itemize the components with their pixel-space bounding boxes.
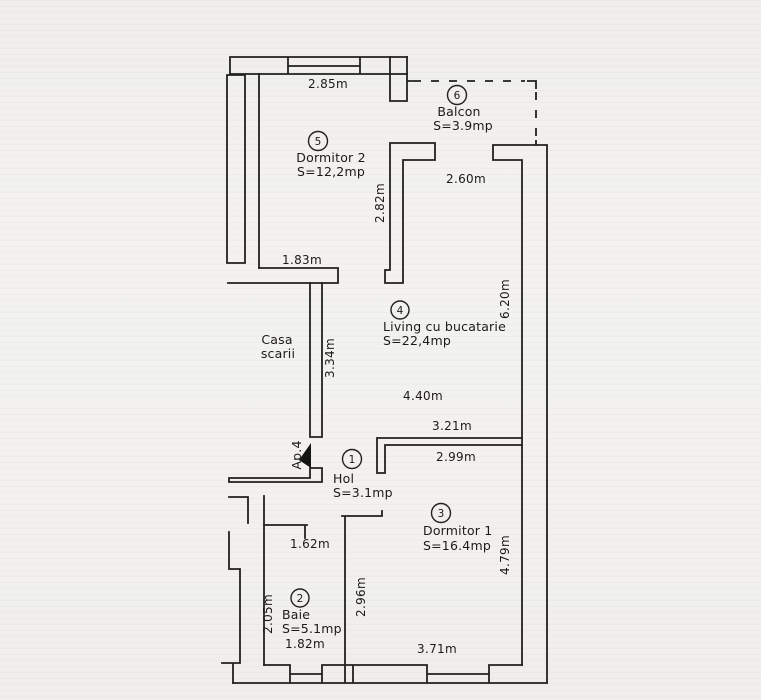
walls bbox=[221, 56, 548, 684]
room-area-living: S=22,4mp bbox=[383, 333, 451, 348]
dim-scarii-wall: 3.34m bbox=[323, 338, 337, 378]
room-labels: Dormitor 2 S=12,2mp Balcon S=3.9mp Livin… bbox=[261, 104, 506, 636]
dimension-labels: 2.85m 1.83m 2.82m 2.60m 6.20m 3.34m 4.40… bbox=[261, 77, 512, 656]
staircase-label-line1: Casa bbox=[261, 332, 292, 347]
room-number-hol: 1 bbox=[349, 454, 356, 466]
wall-left-jog-upper bbox=[228, 496, 249, 524]
room-circle-dormitor2 bbox=[307, 130, 329, 152]
room-name-baie: Baie bbox=[282, 607, 310, 622]
dim-baie-top: 1.62m bbox=[290, 537, 330, 551]
dim-dormitor1-right: 4.79m bbox=[498, 535, 512, 575]
room-number-living: 4 bbox=[397, 305, 404, 317]
dim-baie-bottom: 1.82m bbox=[285, 637, 325, 651]
room-circle-dormitor1 bbox=[430, 502, 452, 524]
wall-baie-top bbox=[263, 524, 308, 539]
room-number-dormitor1: 3 bbox=[438, 508, 445, 520]
wall-right-outer bbox=[492, 144, 548, 684]
wall-dormitor1-left bbox=[341, 510, 383, 666]
entrance-label: Ap.4 bbox=[289, 440, 304, 469]
room-area-hol: S=3.1mp bbox=[333, 485, 393, 500]
room-number-dormitor2: 5 bbox=[315, 136, 322, 148]
wall-staircase-living bbox=[309, 282, 323, 438]
balcony-dashed-boundary bbox=[413, 80, 537, 145]
room-circle-balcon bbox=[446, 84, 468, 106]
wall-chimney bbox=[384, 142, 436, 284]
room-circle-living bbox=[390, 300, 410, 320]
room-number-baie: 2 bbox=[297, 593, 304, 605]
dim-dormitor1-top: 2.99m bbox=[436, 450, 476, 464]
wall-hall-band bbox=[228, 467, 323, 483]
dim-dormitor2-top: 2.85m bbox=[308, 77, 348, 91]
room-area-baie: S=5.1mp bbox=[282, 621, 342, 636]
room-name-hol: Hol bbox=[333, 471, 354, 486]
dim-living-bottom: 3.21m bbox=[432, 419, 472, 433]
dim-dormitor2-bottom: 1.83m bbox=[282, 253, 322, 267]
staircase-label-line2: scarii bbox=[261, 346, 295, 361]
wall-left-outer bbox=[226, 74, 246, 264]
room-area-dormitor2: S=12,2mp bbox=[297, 164, 365, 179]
wall-balcony-pillar bbox=[389, 56, 413, 102]
room-area-dormitor1: S=16.4mp bbox=[423, 538, 491, 553]
dim-dormitor1-bottom: 3.71m bbox=[417, 642, 457, 656]
room-area-balcon: S=3.9mp bbox=[433, 118, 493, 133]
balcony-dash-corner bbox=[527, 80, 537, 145]
room-name-dormitor2: Dormitor 2 bbox=[296, 150, 365, 165]
wall-left-jog-lower bbox=[221, 531, 241, 684]
wall-top-with-window bbox=[229, 56, 408, 75]
room-circle-hol bbox=[341, 448, 363, 470]
room-name-balcon: Balcon bbox=[437, 104, 480, 119]
wall-bottom-with-windows bbox=[232, 664, 548, 684]
room-number-balcon: 6 bbox=[454, 90, 461, 102]
wall-dormitor2-bottom bbox=[227, 267, 339, 284]
entrance-door-icon bbox=[299, 443, 311, 468]
dim-living-width: 4.40m bbox=[403, 389, 443, 403]
dim-baie-left: 2.05m bbox=[261, 594, 275, 634]
wall-dormitor1-top bbox=[376, 437, 523, 474]
dim-dormitor1-left: 2.96m bbox=[354, 577, 368, 617]
dim-balcon-width: 2.60m bbox=[446, 172, 486, 186]
dim-living-right: 6.20m bbox=[498, 279, 512, 319]
dim-chimney-wall: 2.82m bbox=[373, 183, 387, 223]
room-circle-baie bbox=[290, 588, 310, 608]
room-markers: 5 6 4 1 3 2 bbox=[290, 84, 468, 608]
room-name-dormitor1: Dormitor 1 bbox=[423, 523, 492, 538]
room-name-living: Living cu bucatarie bbox=[383, 319, 506, 334]
